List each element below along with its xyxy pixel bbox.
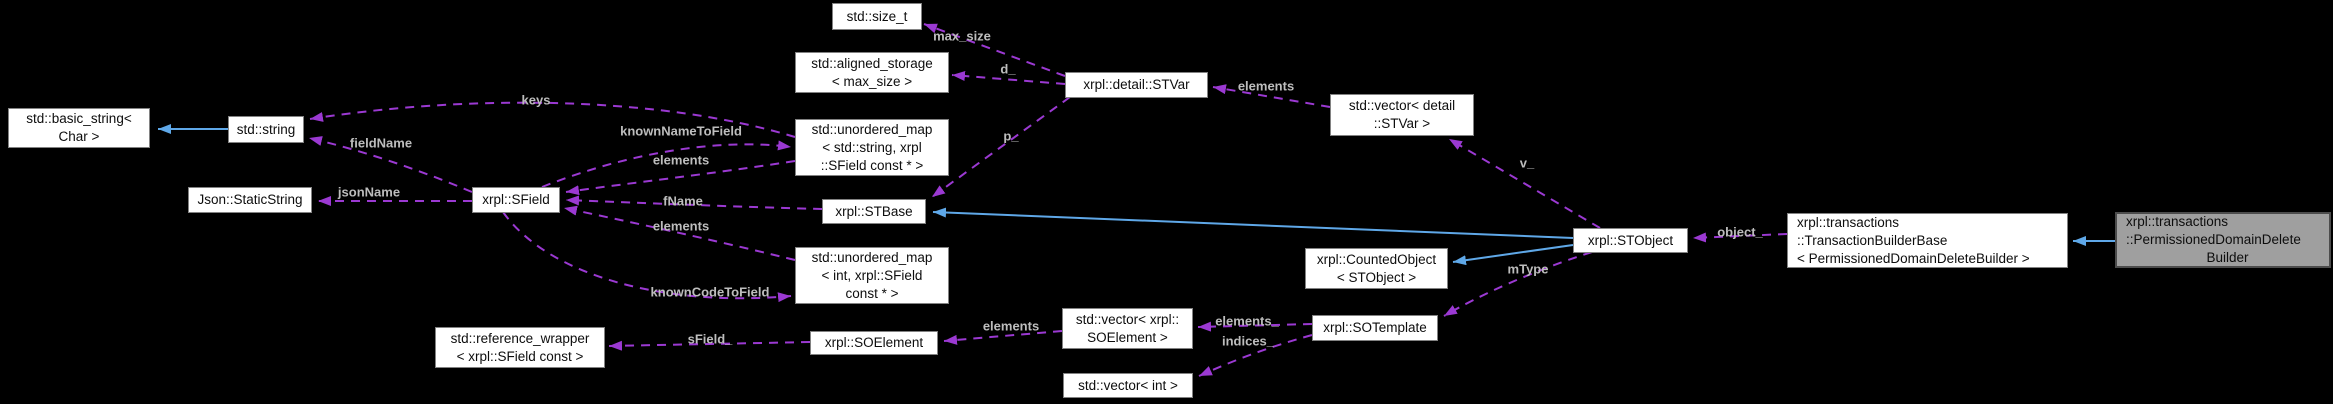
- edge-label-p: p_: [1003, 128, 1019, 144]
- edge-label-fieldname: fieldName: [349, 135, 413, 151]
- node-std-basic-string[interactable]: std::basic_string< Char >: [8, 108, 150, 148]
- edge-inherit-stobject-countedobject: [1452, 244, 1574, 266]
- edge-p: [931, 96, 1071, 198]
- node-std-aligned-storage[interactable]: std::aligned_storage < max_size >: [795, 52, 949, 93]
- edge-label-keys: keys: [521, 92, 551, 108]
- edge-label-elements-3: elements: [1237, 78, 1295, 94]
- node-std-size-t[interactable]: std::size_t: [832, 3, 922, 30]
- edge-label-elements-4: elements: [982, 318, 1040, 334]
- edge-elements-umapint-sfield: [563, 205, 796, 261]
- node-xrpl-stbase[interactable]: xrpl::STBase: [822, 199, 926, 224]
- edge-label-v: v_: [1519, 155, 1535, 171]
- edge-elements-vecsoel: [943, 330, 1063, 345]
- edge-label-elements-2: elements: [652, 218, 710, 234]
- node-xrpl-sfield[interactable]: xrpl::SField: [472, 187, 560, 213]
- node-xrpl-countedobject[interactable]: xrpl::CountedObject < STObject >: [1305, 248, 1448, 289]
- edge-mtype: [1443, 251, 1593, 317]
- node-xrpl-sotemplate[interactable]: xrpl::SOTemplate: [1312, 315, 1438, 341]
- node-vector-soelement[interactable]: std::vector< xrpl:: SOElement >: [1062, 308, 1193, 349]
- edge-v: [1448, 138, 1601, 229]
- edge-label-jsonname: jsonName: [337, 184, 401, 200]
- node-unordered-map-int[interactable]: std::unordered_map < int, xrpl::SField c…: [795, 247, 949, 304]
- edge-elements-sotemplate: [1197, 321, 1313, 332]
- edge-label-knownnametofield: knownNameToField: [620, 123, 742, 139]
- edge-label-sfield: sField_: [687, 331, 733, 347]
- edge-knownnametofield: [541, 140, 792, 188]
- node-json-staticstring[interactable]: Json::StaticString: [188, 187, 312, 213]
- node-std-reference-wrapper[interactable]: std::reference_wrapper < xrpl::SField co…: [435, 327, 605, 368]
- edge-label-elements-5: elements_: [1215, 313, 1279, 329]
- edge-inherit-stobject-stbase: [932, 207, 1574, 239]
- node-transactionbuilderbase[interactable]: xrpl::transactions ::TransactionBuilderB…: [1787, 213, 2068, 268]
- edge-keys: [309, 101, 796, 138]
- node-unordered-map-string[interactable]: std::unordered_map < std::string, xrpl :…: [795, 119, 949, 176]
- edge-label-d: d_: [1000, 61, 1016, 77]
- edge-d: [951, 71, 1066, 85]
- edge-knowncodetofield: [502, 211, 792, 303]
- edge-fieldname: [308, 136, 473, 193]
- edge-label-object: object_: [1717, 224, 1763, 240]
- edge-elements-vecstvar: [1212, 84, 1331, 108]
- node-vector-int[interactable]: std::vector< int >: [1063, 373, 1193, 398]
- edge-fname: [565, 195, 823, 210]
- node-vector-detail-stvar[interactable]: std::vector< detail ::STVar >: [1330, 94, 1474, 136]
- edge-label-indices: indices_: [1221, 333, 1275, 349]
- edge-label-fname: fName: [663, 193, 703, 209]
- edge-label-knowncodetofield: knownCodeToField: [650, 284, 770, 300]
- edge-indices: [1198, 334, 1313, 377]
- node-std-string[interactable]: std::string: [228, 116, 304, 143]
- edge-label-mtype: mType: [1507, 261, 1549, 277]
- node-xrpl-detail-stvar[interactable]: xrpl::detail::STVar: [1065, 72, 1208, 98]
- edge-label-elements-1: elements: [652, 152, 710, 168]
- node-xrpl-stobject[interactable]: xrpl::STObject: [1573, 228, 1688, 253]
- node-xrpl-soelement[interactable]: xrpl::SOElement: [810, 331, 938, 355]
- node-permissioneddomaindeletebuilder[interactable]: xrpl::transactions ::PermissionedDomainD…: [2115, 212, 2331, 268]
- edge-sfield-ref: [608, 340, 811, 351]
- edge-label-maxsize: max_size: [933, 28, 991, 44]
